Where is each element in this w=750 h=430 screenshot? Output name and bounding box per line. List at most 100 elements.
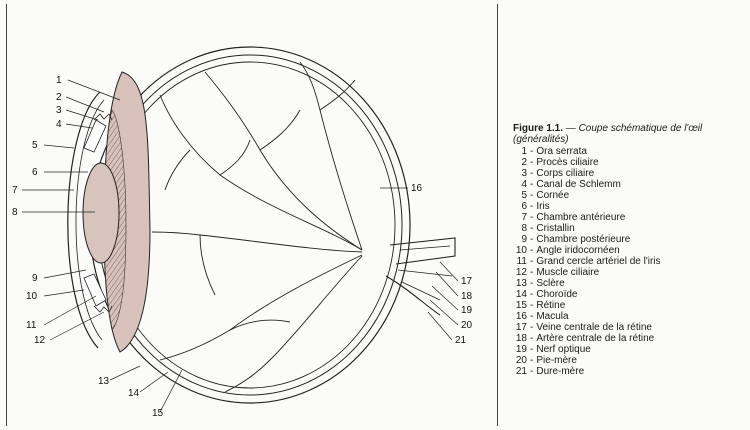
legend-separator: - [527, 289, 536, 300]
legend-item: 12-Muscle ciliaire [513, 267, 745, 278]
legend-number: 5 [513, 190, 527, 201]
legend-number: 6 [513, 201, 527, 212]
legend-separator: - [527, 256, 536, 267]
legend-separator: - [527, 322, 536, 333]
legend-text: Dure-mère [536, 366, 584, 377]
label-2: 2 [56, 92, 62, 103]
legend-text: Cornée [536, 190, 569, 201]
legend-text: Corps ciliaire [536, 168, 594, 179]
label-9: 9 [32, 273, 38, 284]
legend-text: Canal de Schlemm [536, 179, 620, 190]
legend-item: 13-Sclère [513, 278, 745, 289]
legend-number: 7 [513, 212, 527, 223]
label-4: 4 [56, 119, 62, 130]
label-6: 6 [32, 167, 38, 178]
legend-item: 8-Cristallin [513, 223, 745, 234]
eye-section-diagram: 1 2 3 4 5 6 7 8 9 10 11 12 13 14 15 16 1… [0, 0, 500, 430]
legend-number: 16 [513, 311, 527, 322]
legend-text: Chambre antérieure [536, 212, 625, 223]
legend-number: 15 [513, 300, 527, 311]
legend-number: 17 [513, 322, 527, 333]
legend-separator: - [527, 146, 536, 157]
legend-text: Nerf optique [536, 344, 590, 355]
optic-nerve-lower [386, 276, 440, 315]
label-20: 20 [461, 320, 473, 331]
legend-text: Cristallin [536, 223, 574, 234]
legend-separator: - [527, 267, 536, 278]
label-11: 11 [26, 320, 37, 331]
legend-number: 19 [513, 344, 527, 355]
legend-text: Procès ciliaire [536, 157, 598, 168]
legend-text: Iris [536, 201, 549, 212]
legend-separator: - [527, 344, 536, 355]
legend-separator: - [527, 245, 536, 256]
legend-item: 14-Choroïde [513, 289, 745, 300]
legend-separator: - [527, 212, 536, 223]
legend-separator: - [527, 366, 536, 377]
label-1: 1 [56, 75, 62, 86]
figure-caption: Figure 1.1. — Coupe schématique de l'œil… [513, 123, 745, 377]
legend-number: 3 [513, 168, 527, 179]
legend-item: 5-Cornée [513, 190, 745, 201]
legend-number: 13 [513, 278, 527, 289]
legend-item: 17-Veine centrale de la rétine [513, 322, 745, 333]
retinal-vessels [152, 62, 362, 392]
legend-list: 1-Ora serrata2-Procès ciliaire3-Corps ci… [513, 146, 745, 377]
legend-item: 15-Rétine [513, 300, 745, 311]
legend-text: Grand cercle artériel de l'iris [536, 256, 660, 267]
label-12: 12 [34, 335, 46, 346]
legend-item: 20-Pie-mère [513, 355, 745, 366]
legend-separator: - [527, 168, 536, 179]
legend-item: 6-Iris [513, 201, 745, 212]
legend-separator: - [527, 234, 536, 245]
legend-number: 14 [513, 289, 527, 300]
legend-text: Angle iridocornéen [536, 245, 619, 256]
label-21: 21 [455, 335, 467, 346]
legend-text: Sclère [536, 278, 564, 289]
legend-number: 1 [513, 146, 527, 157]
legend-text: Artère centrale de la rétine [536, 333, 654, 344]
legend-text: Chambre postérieure [536, 234, 630, 245]
legend-separator: - [527, 311, 536, 322]
legend-separator: - [527, 190, 536, 201]
label-5: 5 [32, 140, 38, 151]
legend-item: 4-Canal de Schlemm [513, 179, 745, 190]
legend-text: Rétine [536, 300, 565, 311]
caption-label: Figure 1.1. [513, 123, 563, 134]
optic-sheath [398, 246, 452, 300]
legend-number: 11 [513, 256, 527, 267]
legend-number: 18 [513, 333, 527, 344]
label-8: 8 [12, 207, 18, 218]
legend-number: 10 [513, 245, 527, 256]
label-18: 18 [461, 291, 473, 302]
legend-item: 2-Procès ciliaire [513, 157, 745, 168]
legend-number: 20 [513, 355, 527, 366]
legend-separator: - [527, 300, 536, 311]
legend-item: 1-Ora serrata [513, 146, 745, 157]
legend-number: 2 [513, 157, 527, 168]
legend-item: 11-Grand cercle artériel de l'iris [513, 256, 745, 267]
label-13: 13 [98, 376, 110, 387]
lens [83, 163, 119, 263]
label-17: 17 [461, 276, 473, 287]
label-16: 16 [411, 183, 423, 194]
label-3: 3 [56, 105, 62, 116]
legend-separator: - [527, 223, 536, 234]
legend-text: Pie-mère [536, 355, 577, 366]
label-10: 10 [26, 291, 38, 302]
legend-item: 10-Angle iridocornéen [513, 245, 745, 256]
legend-separator: - [527, 278, 536, 289]
legend-separator: - [527, 355, 536, 366]
legend-text: Muscle ciliaire [536, 267, 599, 278]
legend-item: 18-Artère centrale de la rétine [513, 333, 745, 344]
label-14: 14 [128, 388, 140, 399]
legend-separator: - [527, 157, 536, 168]
label-7: 7 [12, 185, 18, 196]
legend-number: 8 [513, 223, 527, 234]
legend-text: Macula [536, 311, 568, 322]
legend-number: 9 [513, 234, 527, 245]
legend-item: 21-Dure-mère [513, 366, 745, 377]
legend-separator: - [527, 201, 536, 212]
legend-text: Choroïde [536, 289, 577, 300]
legend-number: 12 [513, 267, 527, 278]
